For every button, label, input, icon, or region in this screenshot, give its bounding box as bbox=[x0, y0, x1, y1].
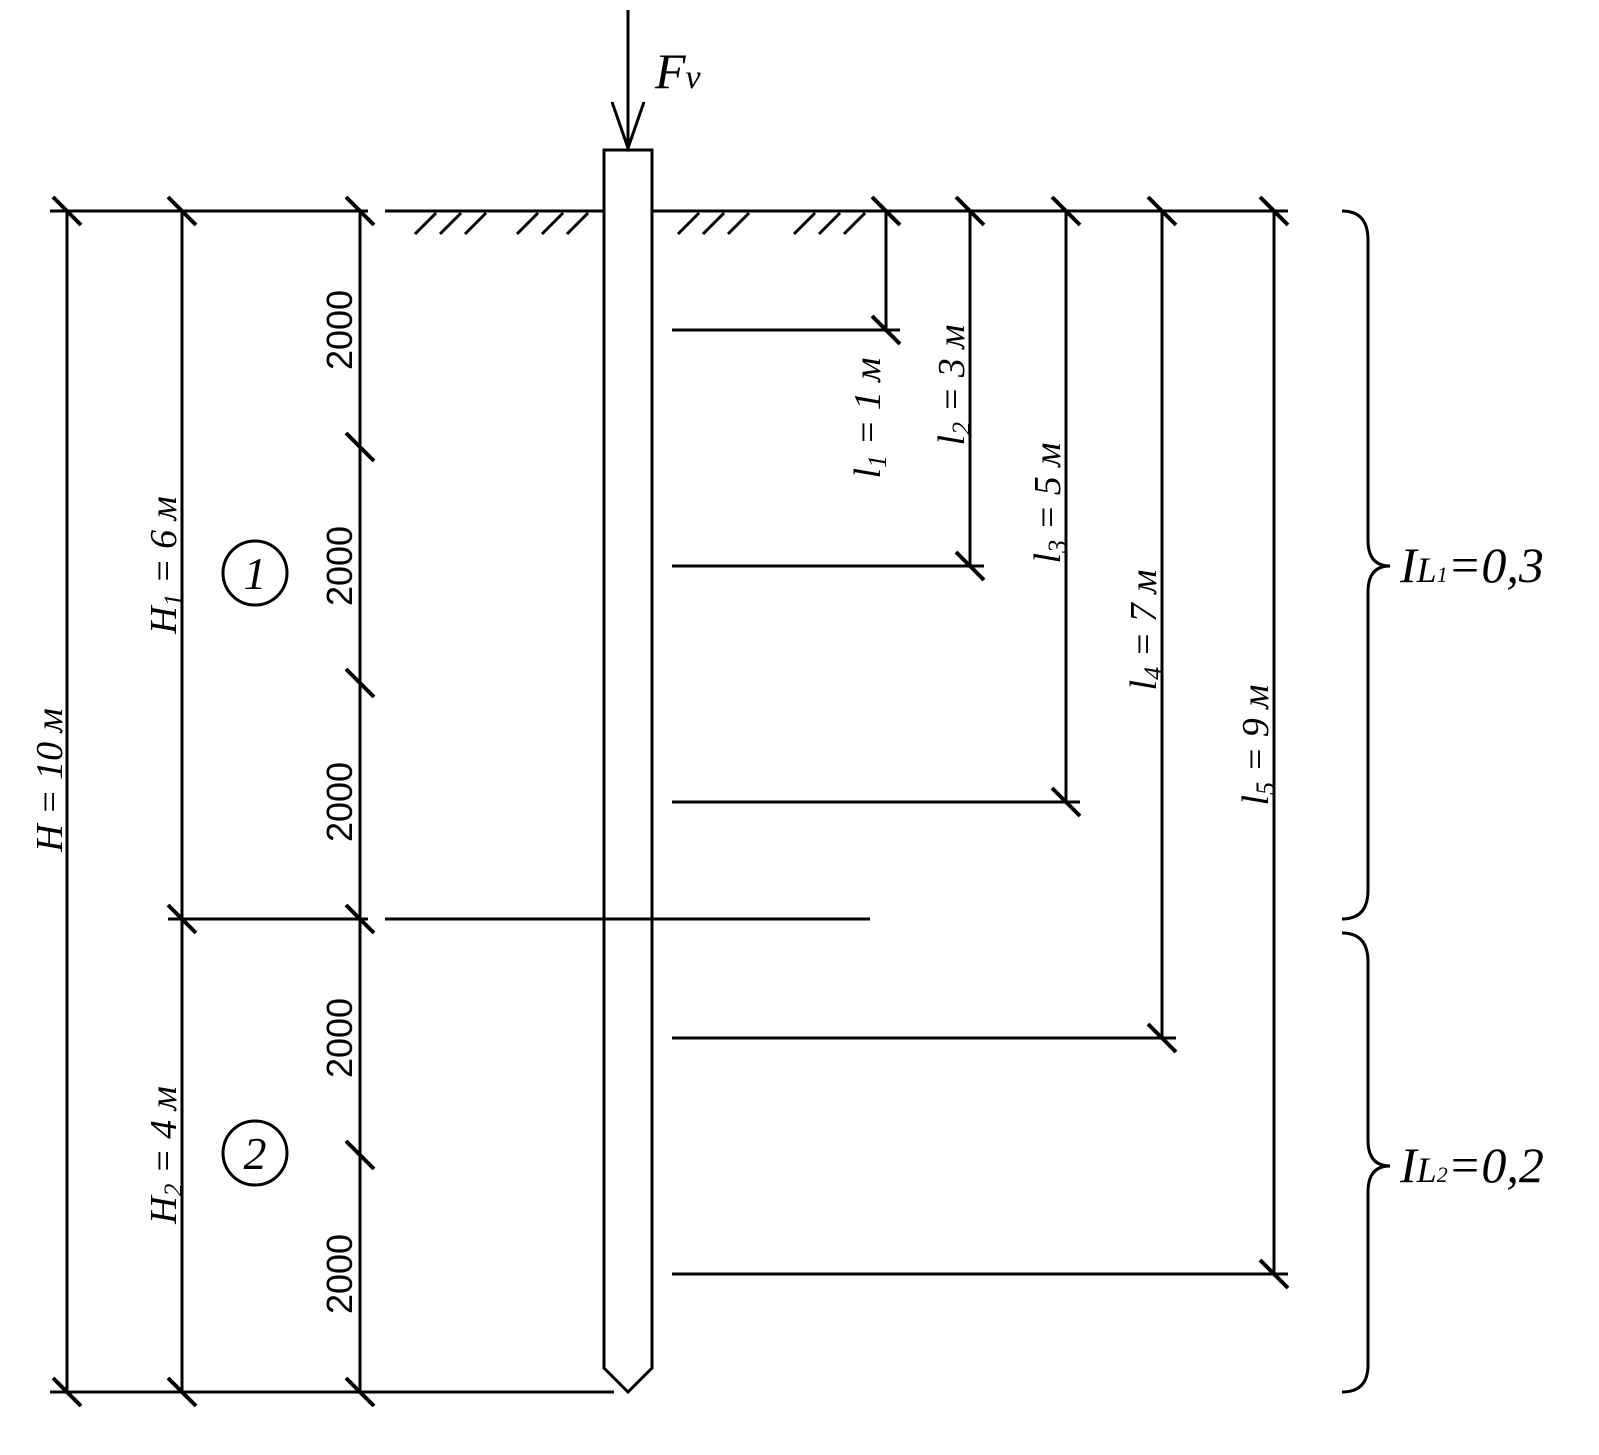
segment-label: 2000 bbox=[319, 1234, 360, 1314]
segment-label: 2000 bbox=[319, 526, 360, 606]
consistency-layer-1-label: IL1=0,3 bbox=[1399, 537, 1544, 593]
layer-thickness-dimension bbox=[166, 195, 198, 1408]
segment-dimension bbox=[344, 195, 376, 1408]
layer-2-thickness-label: H2 = 4 м bbox=[143, 1086, 188, 1225]
depth-l4-label: l4 = 7 м bbox=[1123, 570, 1168, 691]
depth-l1-dimension bbox=[672, 195, 902, 346]
layer-2-brace bbox=[1341, 931, 1391, 1394]
layer-1-thickness-label: H1 = 6 м bbox=[143, 496, 188, 635]
depth-l5-label: l5 = 9 м bbox=[1235, 685, 1280, 806]
segment-label: 2000 bbox=[319, 762, 360, 842]
layer-1-brace bbox=[1341, 209, 1391, 921]
depth-l3-label: l3 = 5 м bbox=[1027, 443, 1072, 564]
ground-surface bbox=[385, 209, 870, 236]
total-depth-label: H = 10 м bbox=[29, 708, 71, 853]
pile bbox=[602, 148, 654, 1395]
consistency-layer-2-label: IL2=0,2 bbox=[1399, 1137, 1544, 1193]
layer-2-marker: 2 bbox=[221, 1119, 289, 1187]
load-label: Fv bbox=[654, 43, 702, 99]
depth-l1-label: l1 = 1 м bbox=[847, 358, 892, 479]
layer-1-marker: 1 bbox=[221, 539, 289, 607]
segment-label: 2000 bbox=[319, 290, 360, 370]
depth-l3-dimension bbox=[672, 195, 1082, 818]
segment-label: 2000 bbox=[319, 998, 360, 1078]
layer-1-number: 1 bbox=[244, 548, 267, 599]
depth-l4-dimension bbox=[672, 195, 1178, 1054]
depth-l2-dimension bbox=[672, 195, 986, 582]
load-arrow bbox=[610, 10, 646, 153]
layer-2-number: 2 bbox=[244, 1128, 267, 1179]
depth-l2-label: l2 = 3 м bbox=[931, 325, 976, 446]
depth-l5-dimension bbox=[672, 195, 1290, 1290]
total-depth-dimension bbox=[51, 195, 83, 1408]
